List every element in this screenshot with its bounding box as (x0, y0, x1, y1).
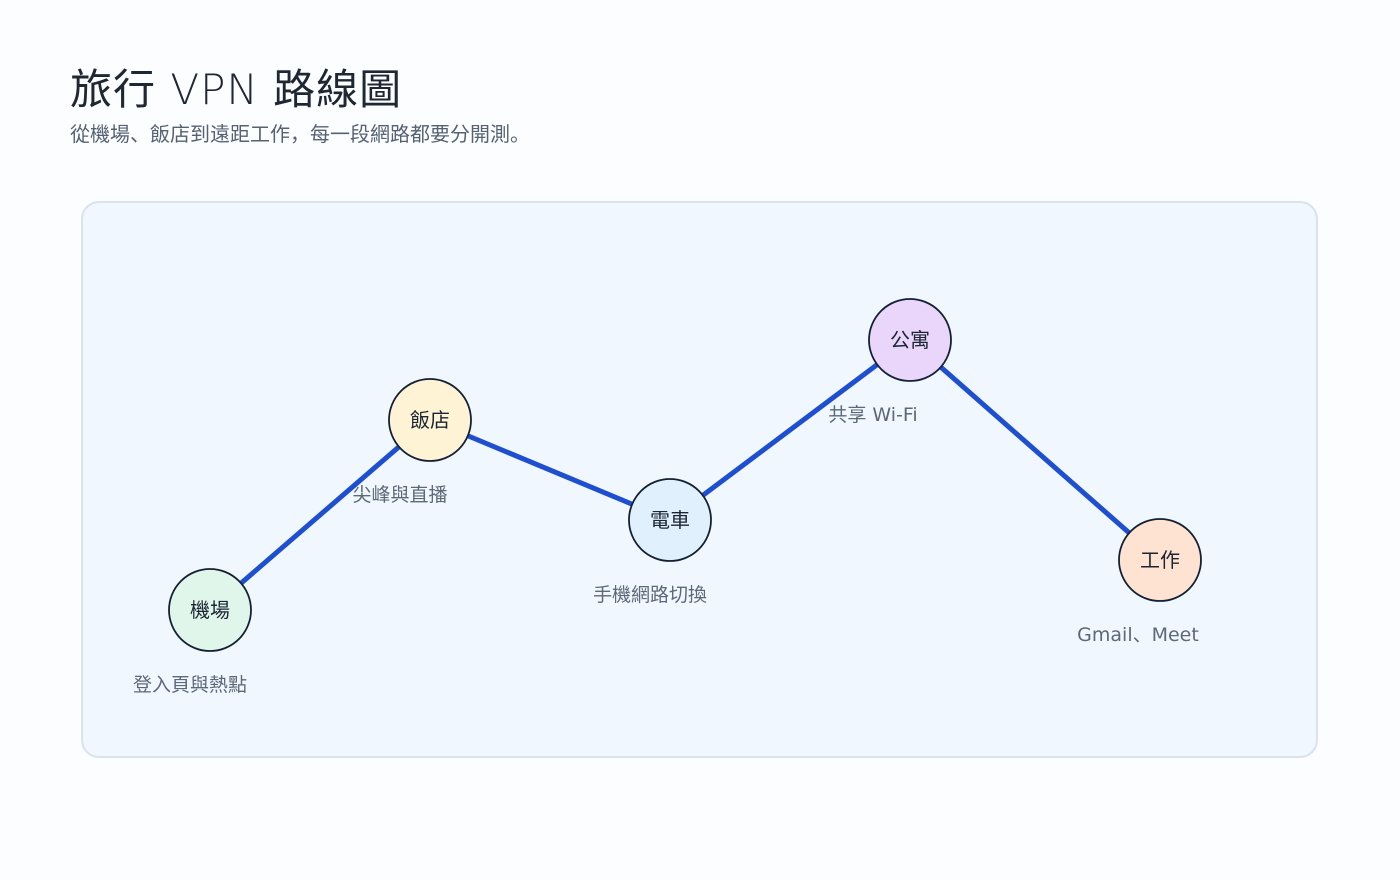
stop-work-note: Gmail、Meet (1077, 624, 1199, 646)
connector-airport-hotel (207, 417, 433, 613)
stop-work-label: 工作 (1140, 548, 1180, 572)
stop-train-note: 手機網路切換 (593, 584, 707, 606)
connector-train-apartment (667, 337, 913, 523)
stop-train-node (628, 478, 712, 562)
stop-hotel-note: 尖峰與直播 (352, 484, 447, 506)
stop-train-label: 電車 (650, 508, 690, 532)
connector-apartment-work (907, 337, 1163, 563)
stop-airport-label: 機場 (190, 598, 230, 622)
stop-airport-node (168, 568, 252, 652)
diagram-panel (81, 201, 1318, 758)
connector-hotel-train (427, 417, 673, 523)
stop-apartment-note: 共享 Wi-Fi (828, 404, 917, 426)
route-connectors (207, 337, 1163, 613)
page-subtitle: 從機場、飯店到遠距工作，每一段網路都要分開測。 (70, 122, 530, 146)
stop-hotel: 飯店 尖峰與直播 (352, 378, 472, 506)
stop-apartment-label: 公寓 (890, 328, 930, 352)
stop-train: 電車 手機網路切換 (593, 478, 712, 606)
stop-work-node (1118, 518, 1202, 602)
stop-hotel-label: 飯店 (410, 408, 450, 432)
stop-airport: 機場 登入頁與熱點 (133, 568, 252, 696)
stop-airport-note: 登入頁與熱點 (133, 674, 247, 696)
stop-work: 工作 Gmail、Meet (1077, 518, 1202, 646)
stop-apartment-node (868, 298, 952, 382)
page-title: 旅行 VPN 路線圖 (70, 65, 403, 114)
stop-hotel-node (388, 378, 472, 462)
stop-apartment: 公寓 共享 Wi-Fi (828, 298, 952, 426)
